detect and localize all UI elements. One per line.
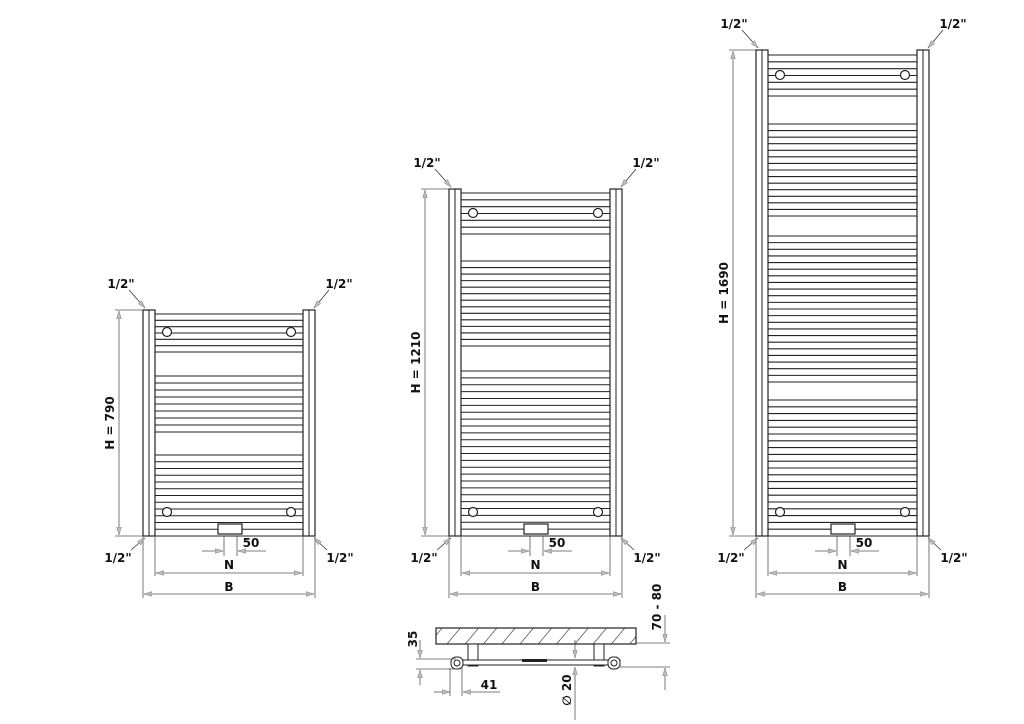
- bottom-right-connection-label: 1/2": [940, 551, 967, 565]
- bottom-right-connection-label: 1/2": [326, 551, 353, 565]
- mounting-knob: [285, 326, 297, 338]
- top-right-connection-label: 1/2": [939, 17, 966, 31]
- n-label: N: [837, 558, 847, 572]
- offset-50-label: 50: [856, 536, 873, 550]
- connection-leader: [621, 538, 635, 551]
- height-label: H = 790: [103, 396, 117, 450]
- connection-leader: [434, 168, 451, 187]
- mounting-knob: [161, 506, 173, 518]
- side-view: 35 41 ∅ 20 70 - 80: [406, 584, 670, 720]
- pipe-hole-icon: [610, 659, 618, 667]
- n-label: N: [224, 558, 234, 572]
- top-right-connection-label: 1/2": [325, 277, 352, 291]
- mounting-knob: [774, 69, 786, 81]
- mounting-knob: [467, 506, 479, 518]
- connection-leader: [928, 29, 944, 48]
- connection-leader: [128, 289, 145, 308]
- n-label: N: [530, 558, 540, 572]
- connection-leader: [314, 538, 328, 551]
- bottom-right-connection-label: 1/2": [633, 551, 660, 565]
- wall-bracket: [593, 643, 605, 667]
- mounting-knob: [285, 506, 297, 518]
- wall-bracket: [467, 643, 479, 667]
- valve-connection: [523, 523, 549, 535]
- mounting-knob: [899, 506, 911, 518]
- top-left-connection-label: 1/2": [720, 17, 747, 31]
- connection-leader: [621, 168, 637, 187]
- connection-leader: [436, 538, 451, 551]
- connection-leader: [741, 29, 758, 48]
- pipe-hole-icon: [453, 659, 461, 667]
- b-label: B: [531, 580, 540, 594]
- wall-section: [435, 627, 637, 645]
- offset-50-label: 50: [549, 536, 566, 550]
- valve-connection: [217, 523, 243, 535]
- connection-leader: [743, 538, 758, 551]
- connection-leader: [130, 538, 145, 551]
- mounting-knob: [899, 69, 911, 81]
- depth-35-label: 35: [406, 631, 420, 648]
- mounting-knob: [774, 506, 786, 518]
- connection-leader: [314, 289, 330, 308]
- top-left-connection-label: 1/2": [413, 156, 440, 170]
- b-label: B: [224, 580, 233, 594]
- height-label: H = 1690: [717, 262, 731, 324]
- diameter-20-label: ∅ 20: [560, 674, 574, 705]
- mounting-knob: [161, 326, 173, 338]
- offset-41-label: 41: [481, 678, 498, 692]
- b-label: B: [838, 580, 847, 594]
- bottom-left-connection-label: 1/2": [717, 551, 744, 565]
- top-left-connection-label: 1/2": [107, 277, 134, 291]
- valve-connection: [830, 523, 856, 535]
- connection-leader: [928, 538, 942, 551]
- bottom-left-connection-label: 1/2": [104, 551, 131, 565]
- top-right-connection-label: 1/2": [632, 156, 659, 170]
- height-label: H = 1210: [409, 332, 423, 394]
- mounting-knob: [592, 207, 604, 219]
- wall-distance-label: 70 - 80: [650, 584, 664, 631]
- mounting-knob: [592, 506, 604, 518]
- bottom-left-connection-label: 1/2": [410, 551, 437, 565]
- mounting-knob: [467, 207, 479, 219]
- offset-50-label: 50: [243, 536, 260, 550]
- valve-block: [522, 659, 547, 662]
